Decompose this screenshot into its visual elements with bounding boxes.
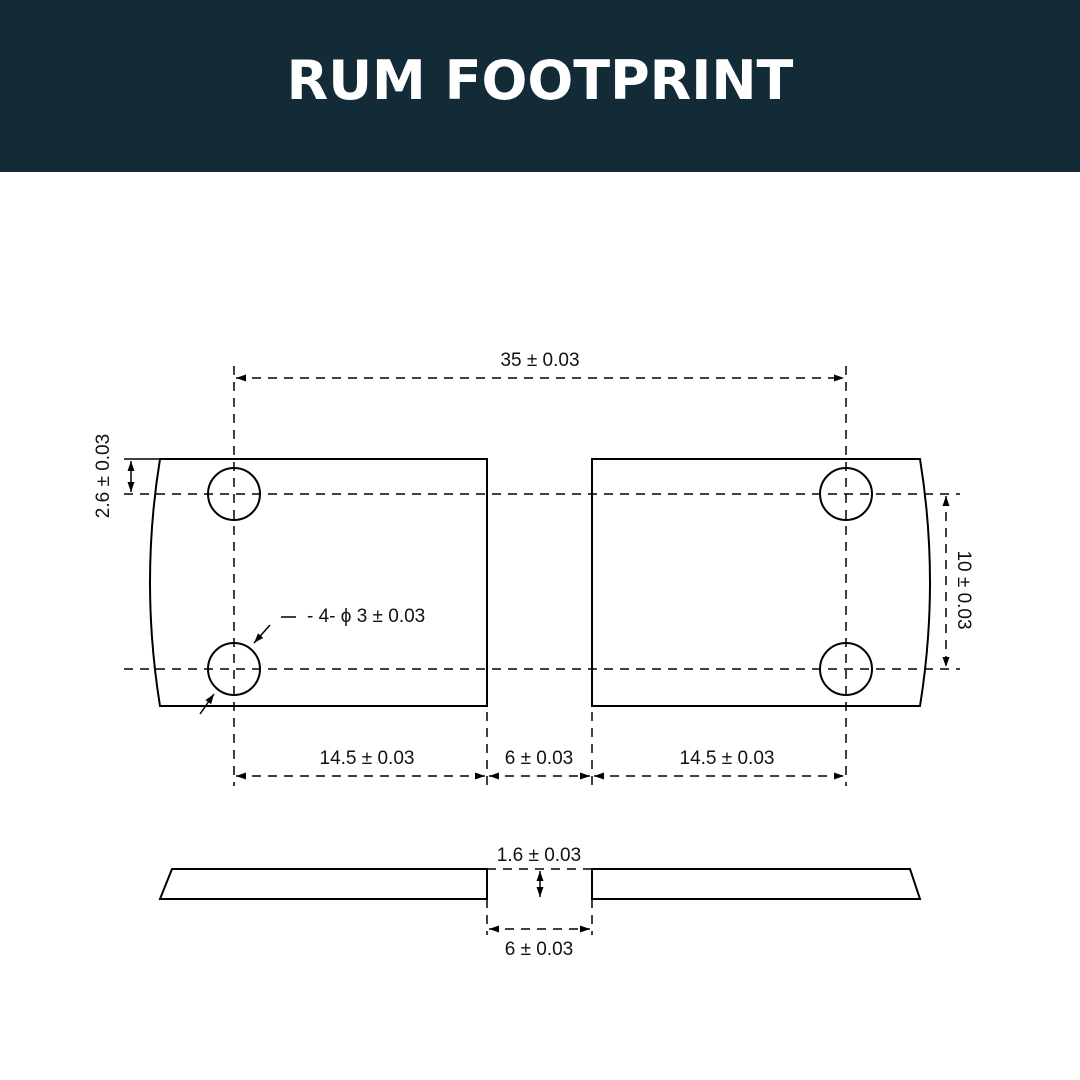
dimension-gap-label: 6 ± 0.03 [505, 748, 574, 769]
dimension-left-pad-label: 14.5 ± 0.03 [320, 748, 415, 769]
hole-callout-leader-lower [199, 693, 215, 715]
dimension-right-pad-label: 14.5 ± 0.03 [680, 748, 775, 769]
hole-callout-label: - 4- ϕ 3 ± 0.03 [307, 606, 425, 627]
side-view-left-pad [158, 868, 488, 900]
dimension-hole-offset-label: 2.6 ± 0.03 [93, 434, 114, 518]
left-pad-outline [149, 458, 488, 707]
dimension-side-gap-label: 6 ± 0.03 [505, 939, 574, 960]
dimension-hole-spacing-label: 10 ± 0.03 [953, 550, 974, 629]
dimension-overall-label: 35 ± 0.03 [500, 350, 579, 371]
right-pad-outline [591, 458, 931, 707]
title-banner: RUM FOOTPRINT [0, 0, 1080, 172]
dimension-thickness-label: 1.6 ± 0.03 [497, 845, 581, 866]
hole-callout-leader [253, 624, 271, 644]
page-title: RUM FOOTPRINT [286, 48, 794, 112]
side-view-right-pad [591, 868, 922, 900]
